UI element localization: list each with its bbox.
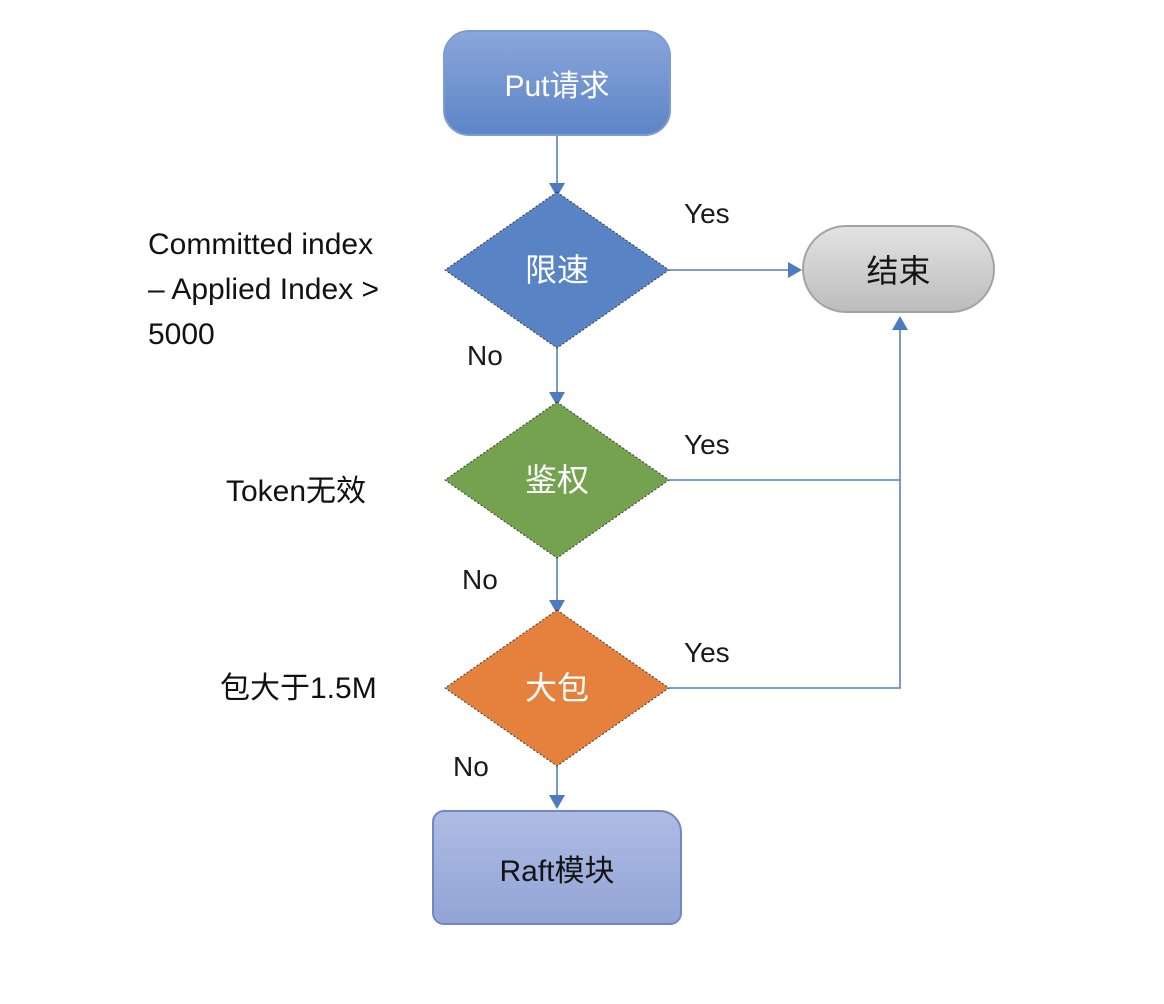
end-node-label: 结束	[866, 253, 931, 289]
arrowhead-into-raft	[549, 795, 565, 809]
arrowhead-into-end-bottom	[892, 316, 908, 330]
big-packet-condition-annotation: 包大于1.5M	[220, 672, 377, 705]
start-node-label: Put请求	[504, 70, 610, 103]
edge-label-auth-no: No	[462, 564, 498, 595]
connector-big-packet-yes-to-end	[669, 328, 901, 689]
big-packet-label: 大包	[524, 670, 589, 706]
raft-node: Raft模块	[432, 810, 682, 925]
rate-limit-diamond	[444, 191, 670, 349]
edge-label-rate-limit-no: No	[467, 340, 503, 371]
raft-node-label: Raft模块	[499, 854, 615, 888]
end-node: 结束	[802, 225, 995, 313]
rate-limit-condition-annotation: Committed index – Applied Index > 5000	[148, 222, 458, 357]
edge-label-rate-limit-yes: Yes	[684, 198, 730, 229]
rate-limit-condition-line-3: 5000	[148, 318, 215, 351]
arrowhead-into-big-packet	[549, 600, 565, 614]
auth-diamond	[444, 401, 670, 559]
rate-limit-condition-line-2: – Applied Index >	[148, 273, 380, 306]
auth-condition-annotation: Token无效	[226, 475, 367, 508]
start-node: Put请求	[443, 30, 671, 136]
edge-label-big-packet-yes: Yes	[684, 637, 730, 668]
rate-limit-condition-line-1: Committed index	[148, 228, 374, 261]
edge-label-auth-yes: Yes	[684, 429, 730, 460]
arrowhead-into-end-left	[788, 262, 802, 278]
arrowhead-into-rate-limit	[549, 183, 565, 197]
auth-label: 鉴权	[524, 462, 589, 498]
big-packet-diamond	[444, 609, 670, 767]
edge-label-big-packet-no: No	[453, 751, 489, 782]
rate-limit-label: 限速	[524, 252, 589, 288]
arrowhead-into-auth	[549, 392, 565, 406]
